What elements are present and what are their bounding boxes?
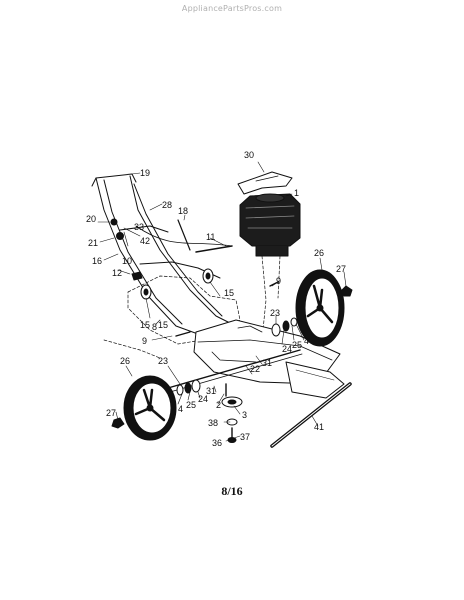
- callout-36: 36: [212, 438, 222, 448]
- callout-19: 19: [140, 168, 150, 178]
- callout-18: 18: [178, 206, 188, 216]
- callout-30: 30: [244, 150, 254, 160]
- wheel-right-shape: [295, 269, 345, 347]
- engine-cover-shape: [237, 171, 293, 195]
- callout-15-mid: 15: [158, 320, 168, 330]
- callout-31-lower: 31: [206, 386, 216, 396]
- callout-20: 20: [86, 214, 96, 224]
- axle-shape: [167, 349, 301, 389]
- callout-10: 10: [122, 256, 132, 266]
- deck-shape: [193, 319, 345, 399]
- callout-4-left: 4: [178, 404, 183, 414]
- engine-shape: [239, 193, 301, 257]
- callout-27-right: 27: [336, 264, 346, 274]
- callout-33: 33: [134, 222, 144, 232]
- callout-8: 8: [152, 322, 157, 332]
- handle-shape: [91, 173, 233, 335]
- callout-41: 41: [314, 422, 324, 432]
- callout-12: 12: [112, 268, 122, 278]
- callout-3: 3: [242, 410, 247, 420]
- callout-21: 21: [88, 238, 98, 248]
- callout-9-lower: 9: [142, 336, 147, 346]
- watermark: AppliancePartsPros.com: [181, 4, 283, 13]
- callout-24-left: 24: [198, 394, 208, 404]
- callout-27-left: 27: [106, 408, 116, 418]
- callout-1: 1: [294, 188, 299, 198]
- callout-24-right: 24: [282, 344, 292, 354]
- callout-15-left: 15: [140, 320, 150, 330]
- callout-23-left: 23: [158, 356, 168, 366]
- callout-9-upper: 9: [276, 276, 281, 286]
- callout-28: 28: [162, 200, 172, 210]
- callout-4-right: 4: [304, 336, 309, 346]
- callout-31-upper: 31: [262, 358, 272, 368]
- callout-26-right: 26: [314, 248, 324, 258]
- callout-38: 38: [208, 418, 218, 428]
- callout-22: 22: [250, 364, 260, 374]
- callout-37: 37: [240, 432, 250, 442]
- callout-23-right: 23: [270, 308, 280, 318]
- wheel-left-shape: [123, 375, 177, 441]
- callout-16: 16: [92, 256, 102, 266]
- callout-11: 11: [206, 232, 215, 242]
- hardware-shape: [111, 281, 353, 429]
- callout-42: 42: [140, 236, 150, 246]
- callout-25-right: 25: [292, 340, 302, 350]
- page-number: 8/16: [221, 484, 243, 498]
- cable-shape: [135, 225, 233, 247]
- callout-26-left: 26: [120, 356, 130, 366]
- callout-25-left: 25: [186, 400, 196, 410]
- callout-15-right: 15: [224, 288, 234, 298]
- callout-2: 2: [216, 400, 221, 410]
